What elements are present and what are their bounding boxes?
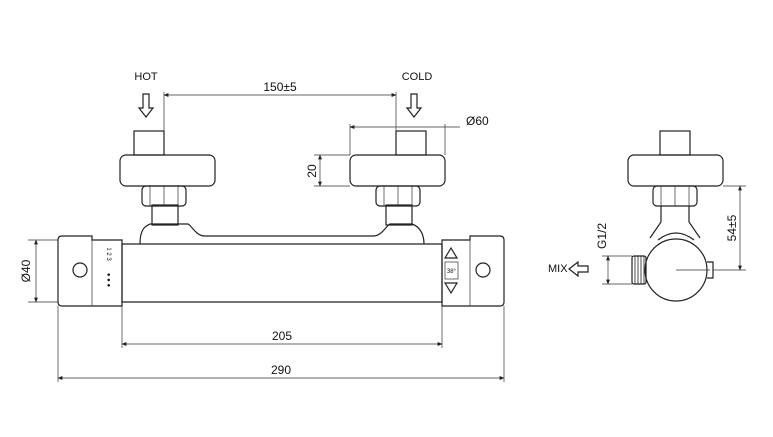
overall-length-value: 290	[271, 363, 291, 377]
side-inlet-flange	[627, 154, 724, 187]
flow-scale-dots: ● ● ●	[105, 273, 111, 288]
mix-outlet	[631, 255, 647, 285]
flow-scale-numbers: 1 2 3	[105, 247, 111, 261]
side-inlet-stem	[649, 206, 701, 239]
flange-diameter-value: Ø60	[466, 114, 489, 128]
body-diameter-value: Ø40	[19, 259, 33, 282]
flow-handle	[57, 235, 123, 307]
side-inlet-thread	[659, 130, 691, 156]
control-span-dimension: 205	[121, 306, 443, 348]
cold-inlet	[349, 130, 446, 226]
mixer-body	[121, 243, 443, 303]
hot-inlet-thread	[133, 130, 165, 156]
inlet-spacing-dimension: 150±5	[163, 80, 397, 131]
flange-diameter-dimension: Ø60	[349, 114, 489, 155]
hot-arrow-icon	[137, 93, 155, 118]
mix-label: MIX	[548, 263, 568, 275]
cold-label: COLD	[402, 71, 433, 83]
hot-inlet	[119, 130, 216, 226]
depth-dimension: 54±5	[713, 185, 746, 271]
temperature-stop-icon: 38°	[443, 246, 459, 295]
side-body-top	[657, 232, 695, 241]
body-neck	[139, 223, 425, 245]
overall-length-dimension: 290	[57, 306, 505, 382]
front-view: 1 2 3 ● ● ● 38°	[19, 71, 505, 382]
cold-inlet-thread	[395, 130, 427, 156]
mix-outlet-thread	[631, 255, 647, 285]
cold-inlet-flange	[349, 154, 446, 187]
hot-label: HOT	[134, 71, 158, 83]
cold-inlet-stem	[385, 204, 413, 226]
flange-thickness-value: 20	[305, 164, 319, 178]
hot-inlet-stem	[151, 204, 179, 226]
thread-value: G1/2	[595, 223, 609, 249]
control-span-value: 205	[272, 329, 292, 343]
flange-thickness-dimension: 20	[305, 154, 350, 187]
temperature-handle-screw-icon	[475, 262, 491, 278]
temperature-handle	[441, 235, 505, 307]
depth-value: 54±5	[725, 214, 739, 241]
inlet-spacing-value: 150±5	[263, 80, 297, 94]
thread-dimension: G1/2	[595, 223, 632, 285]
mix-arrow-icon	[568, 260, 589, 278]
flow-handle-screw-icon	[72, 262, 88, 278]
body-diameter-dimension: Ø40	[19, 239, 58, 303]
hot-inlet-flange	[119, 154, 216, 187]
cold-arrow-icon	[405, 93, 423, 118]
temperature-marking: 38°	[447, 269, 457, 275]
side-view: MIX G1/2 54±5	[548, 130, 746, 302]
